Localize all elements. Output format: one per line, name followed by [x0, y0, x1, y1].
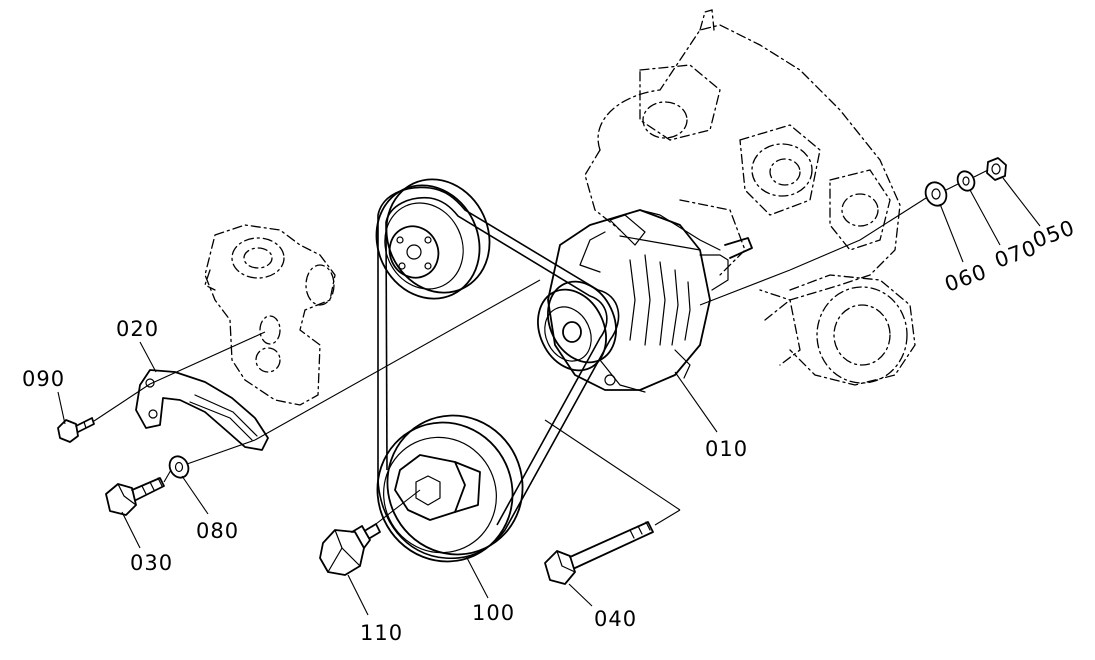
alternator-010: [537, 209, 753, 393]
water-flange-phantom: [204, 224, 336, 406]
label-010: 010: [705, 437, 748, 461]
label-030: 030: [130, 551, 173, 575]
water-pump-pulley: [375, 178, 491, 300]
engine-block-phantom: [584, 9, 901, 301]
label-090: 090: [22, 367, 65, 391]
assembly-lines: [93, 169, 989, 528]
bolt-110: [319, 523, 381, 576]
label-080: 080: [196, 519, 239, 543]
bolt-040: [544, 521, 654, 585]
bolt-090: [57, 417, 95, 443]
washer-060: [924, 181, 948, 207]
bracket-020: [135, 369, 269, 451]
v-belt: [377, 186, 620, 560]
label-020: 020: [116, 317, 159, 341]
label-060: 060: [942, 259, 991, 296]
label-040: 040: [594, 607, 637, 631]
bolt-030: [105, 477, 165, 516]
oil-filter-phantom: [764, 274, 916, 386]
washer-080: [168, 455, 190, 479]
spring-washer-070: [956, 170, 976, 192]
leader-lines: [57, 177, 1041, 616]
label-100: 100: [472, 601, 515, 625]
label-110: 110: [360, 621, 403, 645]
nut-050: [986, 157, 1007, 181]
crank-pulley-100: [376, 414, 524, 563]
